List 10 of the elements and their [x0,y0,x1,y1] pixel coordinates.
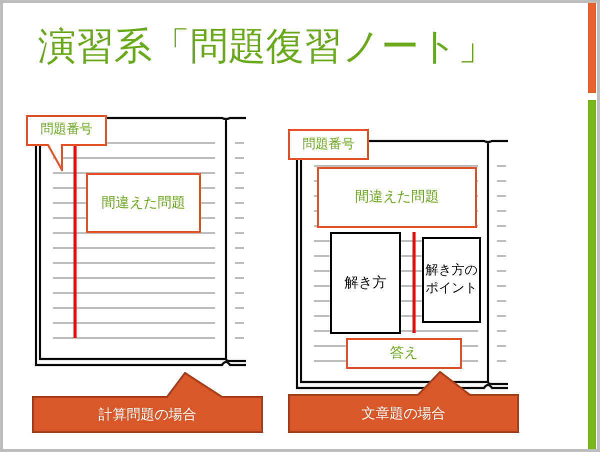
text-box: 解き方のポイント [422,237,481,323]
text-box: 解き方 [330,232,401,334]
title: 演習系「問題復習ノート」 [38,23,496,70]
banner: 計算問題の場合 [32,372,263,433]
text-box: 間違えた問題 [317,167,477,228]
text-box: 答え [346,338,462,369]
text-box: 間違えた問題 [86,173,201,233]
callout-box: 問題番号 [26,115,107,171]
banner: 文章題の場合 [288,371,519,433]
label-box: 問題番号 [288,129,369,160]
